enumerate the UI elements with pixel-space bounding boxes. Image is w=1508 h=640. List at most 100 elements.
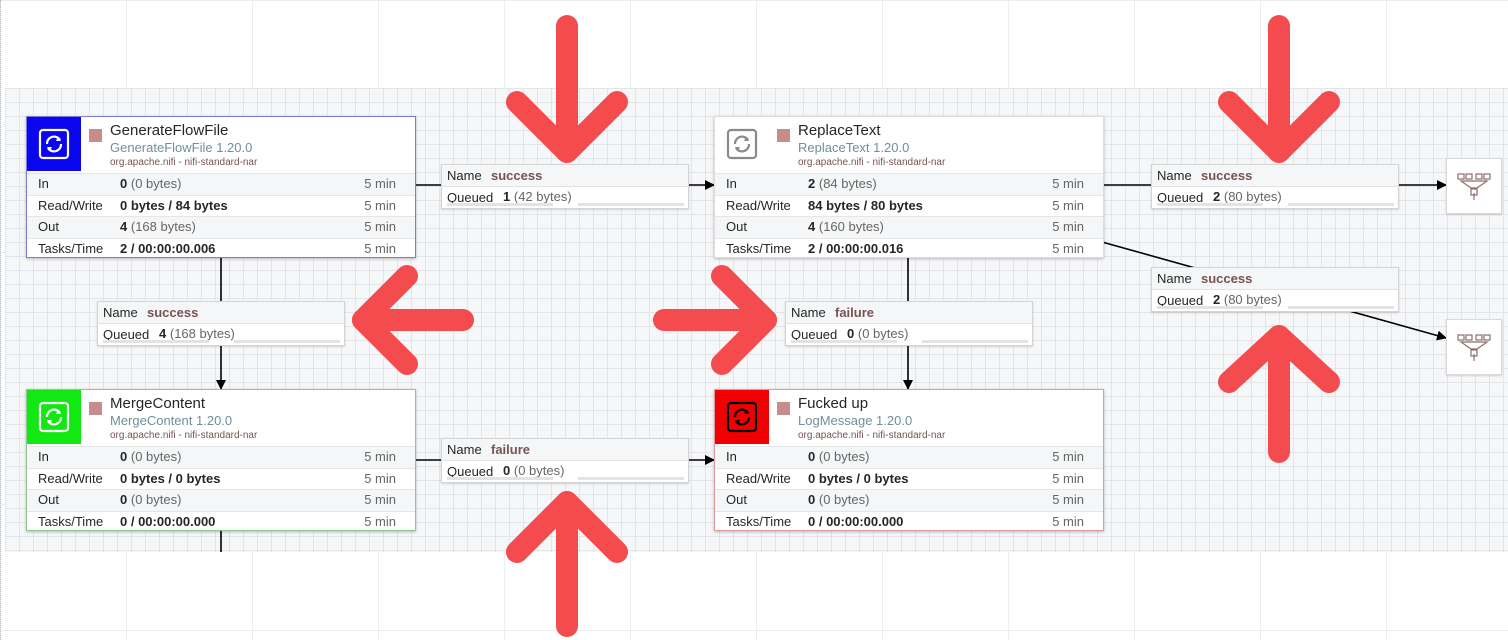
stat-value: 0 (0 bytes) — [120, 492, 182, 507]
queue-bar — [1157, 203, 1263, 206]
processor-icon — [726, 401, 758, 433]
stat-value: 84 bytes / 80 bytes — [808, 197, 923, 213]
stat-label: In — [38, 449, 49, 464]
queue-bar — [1288, 306, 1394, 309]
queue-bar — [234, 340, 340, 343]
stat-label: Tasks/Time — [38, 240, 104, 256]
stat-label: Read/Write — [726, 470, 791, 486]
stat-time: 5 min — [1052, 449, 1084, 464]
funnel[interactable] — [1446, 319, 1502, 375]
stat-value: 0 bytes / 0 bytes — [120, 470, 221, 486]
processor-name: Fucked up — [798, 395, 869, 412]
stat-value: 4 (168 bytes) — [120, 219, 196, 234]
stat-row-in: In 2 (84 bytes) 5 min — [715, 173, 1103, 195]
stat-row-tasks: Tasks/Time 0 / 00:00:00.000 5 min — [715, 510, 1103, 533]
processor-icon — [38, 401, 70, 433]
stat-row-in: In 0 (0 bytes) 5 min — [27, 173, 415, 195]
stopped-icon — [777, 129, 790, 142]
stat-label: Out — [38, 492, 59, 507]
stat-label: In — [38, 176, 49, 191]
stat-label: Tasks/Time — [38, 513, 104, 529]
processor-bundle: org.apache.nifi - nifi-standard-nar — [110, 430, 258, 441]
stat-label: Read/Write — [38, 470, 103, 486]
processor-icon-box — [715, 390, 769, 444]
processor-replacetext[interactable]: ReplaceText ReplaceText 1.20.0 org.apach… — [714, 116, 1104, 258]
funnel-icon — [1457, 334, 1491, 361]
stat-label: Out — [726, 492, 747, 507]
queued-value: 0 (0 bytes) — [503, 463, 565, 478]
processor-generateflowfile[interactable]: GenerateFlowFile GenerateFlowFile 1.20.0… — [26, 116, 416, 258]
stat-time: 5 min — [1052, 240, 1084, 256]
stat-time: 5 min — [1052, 492, 1084, 507]
stat-value: 2 / 00:00:00.006 — [120, 240, 216, 256]
processor-name: MergeContent — [110, 395, 206, 412]
processor-name: ReplaceText — [798, 122, 881, 139]
stat-value: 0 bytes / 84 bytes — [120, 197, 228, 213]
stat-label: Tasks/Time — [726, 513, 792, 529]
processor-type: MergeContent 1.20.0 — [110, 413, 233, 428]
stat-value: 0 (0 bytes) — [120, 449, 182, 464]
relationship-name: success — [491, 168, 543, 183]
stat-value: 0 (0 bytes) — [120, 176, 182, 191]
queue-bar — [447, 477, 553, 480]
processor-logmessage[interactable]: Fucked up LogMessage 1.20.0 org.apache.n… — [714, 389, 1104, 531]
stat-value: 0 bytes / 0 bytes — [808, 470, 909, 486]
processor-stats: In 2 (84 bytes) 5 min Read/Write 84 byte… — [715, 173, 1103, 259]
stopped-icon — [89, 129, 102, 142]
stat-time: 5 min — [1052, 176, 1084, 191]
stopped-icon — [89, 402, 102, 415]
queued-value: 2 (80 bytes) — [1213, 292, 1282, 307]
relationship-name: success — [1201, 168, 1253, 183]
stat-time: 5 min — [364, 176, 396, 191]
queue-bar — [791, 340, 897, 343]
stat-time: 5 min — [364, 513, 396, 529]
queue-bar — [103, 340, 209, 343]
stat-value: 0 (0 bytes) — [808, 492, 870, 507]
stat-time: 5 min — [1052, 197, 1084, 213]
queue-bar — [578, 477, 684, 480]
stat-row-out: Out 4 (168 bytes) 5 min — [27, 216, 415, 238]
stat-row-tasks: Tasks/Time 2 / 00:00:00.016 5 min — [715, 237, 1103, 260]
stat-value: 0 / 00:00:00.000 — [120, 513, 216, 529]
processor-icon-box — [27, 390, 81, 444]
stat-row-readwrite: Read/Write 84 bytes / 80 bytes 5 min — [715, 194, 1103, 217]
stat-time: 5 min — [1052, 219, 1084, 234]
stat-time: 5 min — [364, 449, 396, 464]
stat-time: 5 min — [364, 197, 396, 213]
stat-label: Read/Write — [38, 197, 103, 213]
stat-value: 4 (160 bytes) — [808, 219, 884, 234]
stat-value: 0 / 00:00:00.000 — [808, 513, 904, 529]
queue-bar — [447, 203, 553, 206]
processor-icon-box — [27, 117, 81, 171]
queued-value: 1 (42 bytes) — [503, 189, 572, 204]
processor-type: GenerateFlowFile 1.20.0 — [110, 140, 253, 155]
stat-row-readwrite: Read/Write 0 bytes / 0 bytes 5 min — [715, 467, 1103, 490]
stat-label: In — [726, 176, 737, 191]
funnel-icon — [1457, 173, 1491, 200]
stat-label: Read/Write — [726, 197, 791, 213]
stat-row-readwrite: Read/Write 0 bytes / 0 bytes 5 min — [27, 467, 415, 490]
relationship-name: failure — [835, 305, 875, 320]
stopped-icon — [777, 402, 790, 415]
funnel[interactable] — [1446, 158, 1502, 214]
processor-bundle: org.apache.nifi - nifi-standard-nar — [110, 157, 258, 168]
stat-row-in: In 0 (0 bytes) 5 min — [27, 446, 415, 468]
stat-value: 2 (84 bytes) — [808, 176, 877, 191]
relationship-name: success — [1201, 271, 1253, 286]
stat-row-out: Out 0 (0 bytes) 5 min — [715, 489, 1103, 511]
queued-value: 2 (80 bytes) — [1213, 189, 1282, 204]
stat-row-tasks: Tasks/Time 0 / 00:00:00.000 5 min — [27, 510, 415, 533]
queue-bar — [922, 340, 1028, 343]
processor-type: ReplaceText 1.20.0 — [798, 140, 910, 155]
stat-time: 5 min — [364, 470, 396, 486]
relationship-name: failure — [491, 442, 531, 457]
processor-stats: In 0 (0 bytes) 5 min Read/Write 0 bytes … — [27, 446, 415, 532]
processor-mergecontent[interactable]: MergeContent MergeContent 1.20.0 org.apa… — [26, 389, 416, 531]
